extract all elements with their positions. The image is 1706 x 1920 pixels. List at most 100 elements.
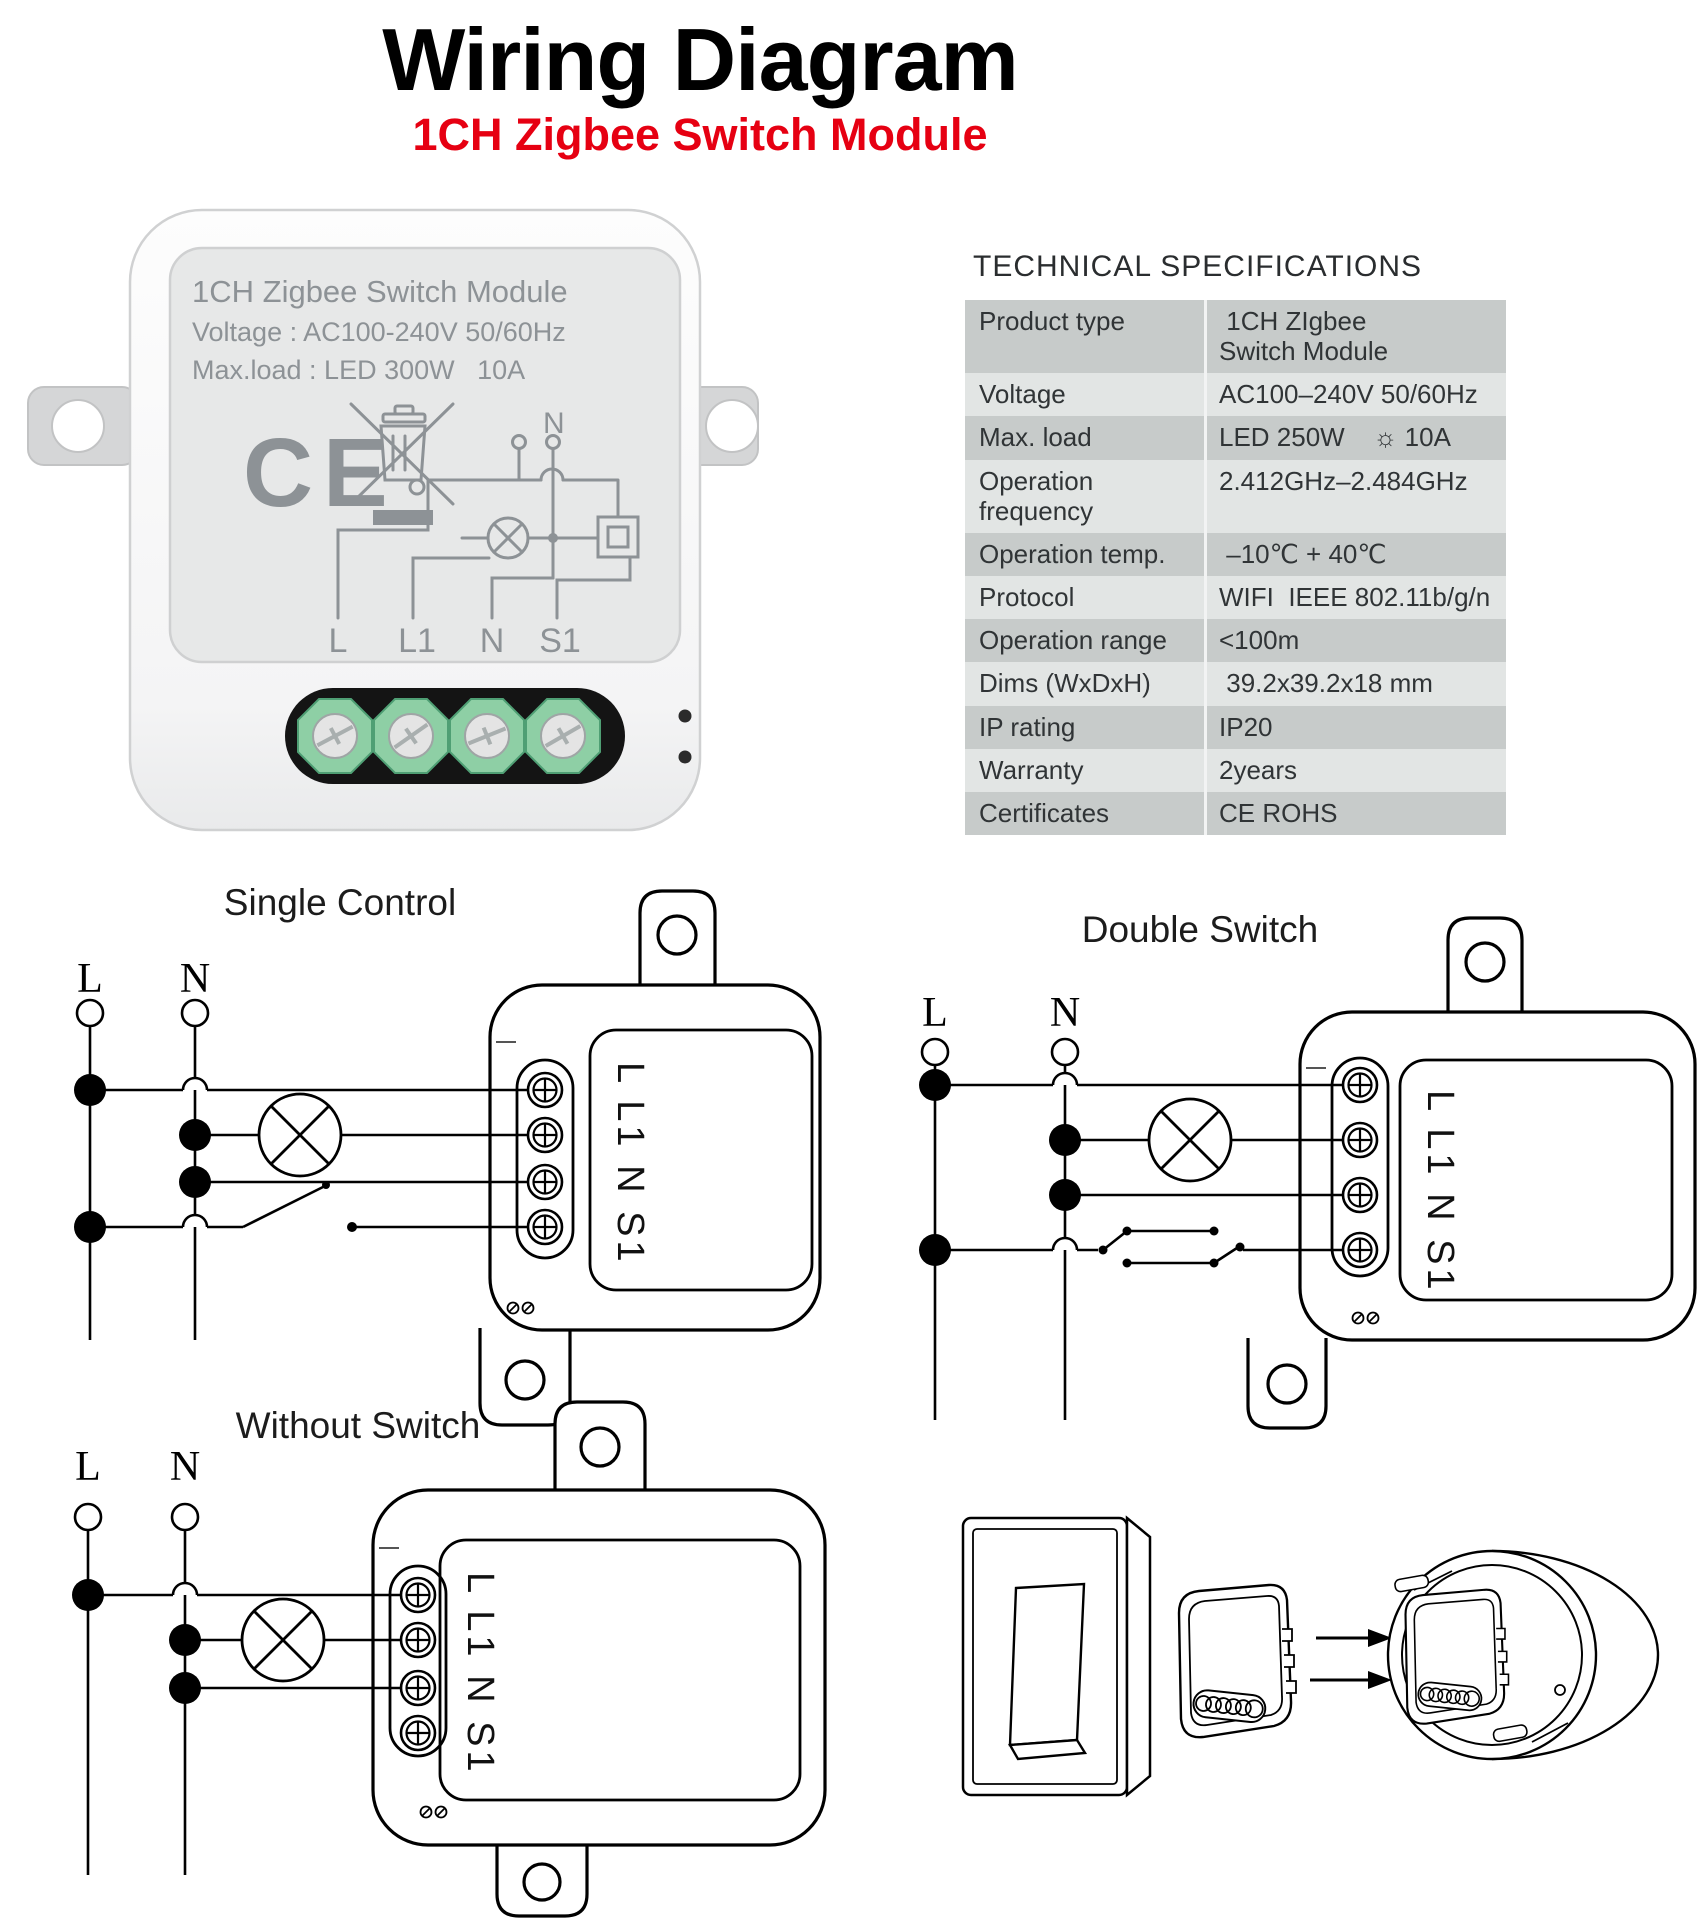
status-led-dot xyxy=(678,709,692,723)
spec-row: Dims (WxDxH) 39.2x39.2x18 mm xyxy=(965,662,1506,706)
module-terminal-labels: L L1 N S1 xyxy=(609,1062,651,1266)
terminal-screw-s1 xyxy=(526,1208,564,1246)
spec-row: Product type 1CH ZIgbee Switch Module xyxy=(965,300,1506,374)
supply-terminal xyxy=(73,1502,103,1532)
spec-value: WIFI IEEE 802.11b/g/n xyxy=(1204,576,1506,620)
lamp-icon xyxy=(240,1597,326,1683)
print-terminal-n: N xyxy=(480,622,505,660)
switch-lever xyxy=(242,1185,324,1229)
green-terminal xyxy=(297,698,373,774)
specs-table: Product type 1CH ZIgbee Switch Module Vo… xyxy=(965,300,1506,836)
lamp-icon xyxy=(257,1092,343,1178)
module-outline xyxy=(371,1488,827,1847)
page-subtitle: 1CH Zigbee Switch Module xyxy=(412,109,988,160)
junction-dot xyxy=(179,1166,211,1198)
spec-value: <100m xyxy=(1204,619,1506,663)
print-terminal-l: L xyxy=(329,622,348,660)
line-n-label: N xyxy=(170,1444,200,1490)
status-led-dot xyxy=(678,750,692,764)
spec-value: CE ROHS xyxy=(1204,791,1506,836)
rocker-toggle xyxy=(1008,1582,1086,1747)
supply-terminal xyxy=(75,998,105,1028)
tab-hole xyxy=(504,1359,546,1401)
spec-row: Operation temp. –10℃ + 40℃ xyxy=(965,532,1506,577)
print-n-label: N xyxy=(543,407,565,440)
tab-hole xyxy=(1266,1363,1308,1405)
terminal-capsule xyxy=(1330,1056,1390,1278)
spec-label: Operation temp. xyxy=(979,538,1166,569)
product-photo: 1CH Zigbee Switch Module Voltage : AC100… xyxy=(27,208,759,832)
module-outline xyxy=(488,983,822,1332)
terminal-block xyxy=(285,688,625,784)
junction-dot xyxy=(169,1672,201,1704)
tab-hole xyxy=(579,1426,621,1468)
spec-label: Warranty xyxy=(979,754,1084,785)
spec-value-with-sun-icon: LED 250W ☼ 10A xyxy=(1204,416,1506,460)
terminal-screw-l1 xyxy=(399,1621,437,1659)
ear-hole xyxy=(51,399,105,453)
terminal-capsule xyxy=(515,1058,575,1260)
line-l-label: L xyxy=(75,1444,101,1490)
terminal-capsule xyxy=(388,1564,448,1758)
spec-row: Operation range<100m xyxy=(965,619,1506,663)
line-n-label: N xyxy=(180,956,210,1002)
terminal-screw-s1 xyxy=(399,1714,437,1752)
terminal-screw-n xyxy=(526,1163,564,1201)
supply-terminal xyxy=(920,1037,950,1067)
spec-row: Max. load LED 250W ☼ 10A xyxy=(965,416,1506,460)
spec-label: Voltage xyxy=(979,379,1066,410)
spec-row: Voltage AC100–240V 50/60Hz xyxy=(965,373,1506,417)
spec-value: 2.412GHz–2.484GHz xyxy=(1204,459,1506,533)
junction-dot xyxy=(179,1119,211,1151)
junction-dot xyxy=(72,1579,104,1611)
without-switch-diagram: Without Switch L N L L1 N S1 xyxy=(72,1400,827,1918)
supply-terminal xyxy=(1050,1037,1080,1067)
spec-label: Max. load xyxy=(979,422,1092,453)
line-l-label: L xyxy=(77,956,103,1002)
module-inner-panel xyxy=(1398,1058,1674,1302)
module-inner-panel xyxy=(588,1028,814,1292)
print-lamp-icon xyxy=(486,516,530,560)
junction-dot xyxy=(1049,1179,1081,1211)
spec-value: AC100–240V 50/60Hz xyxy=(1204,373,1506,417)
junction-dot xyxy=(74,1211,106,1243)
arrow-right-icon xyxy=(1368,1629,1392,1647)
spec-label: Dims (WxDxH) xyxy=(979,668,1151,699)
double-switch-diagram: Double Switch L N L L1 N S1 xyxy=(919,909,1697,1430)
terminal-screw-l1 xyxy=(526,1116,564,1154)
diagram-title: Single Control xyxy=(224,882,456,923)
spec-label: Certificates xyxy=(979,797,1110,828)
junction-dot xyxy=(919,1234,951,1266)
tab-hole xyxy=(1464,941,1506,983)
spec-value: 1CH ZIgbee Switch Module xyxy=(1204,300,1506,374)
supply-terminal xyxy=(170,1502,200,1532)
tab-hole xyxy=(522,1862,562,1902)
label-maxload: Max.load : LED 300W 10A xyxy=(192,355,525,385)
switch-module-3d xyxy=(1177,1583,1298,1739)
spec-label: Protocol xyxy=(979,582,1075,613)
diagram-title: Without Switch xyxy=(236,1405,481,1446)
printed-wiring-diagram: N L L1 N S1 xyxy=(329,407,640,660)
lamp-icon xyxy=(1147,1097,1233,1183)
supply-terminal xyxy=(180,998,210,1028)
spec-value: IP20 xyxy=(1204,705,1506,749)
terminal-screw-l xyxy=(526,1071,564,1109)
two-way-switch xyxy=(1098,1226,1245,1268)
line-l-label: L xyxy=(922,990,948,1036)
weee-bin-icon xyxy=(349,402,455,525)
module-inner-panel xyxy=(438,1538,802,1802)
ear-hole xyxy=(705,399,759,453)
terminal-screw-l1 xyxy=(1341,1121,1379,1159)
print-terminal-l1: L1 xyxy=(398,622,436,660)
spec-value: –10℃ + 40℃ xyxy=(1204,532,1506,577)
terminal-screw-l xyxy=(399,1576,437,1614)
label-product-name: 1CH Zigbee Switch Module xyxy=(192,274,568,309)
page-header: Wiring Diagram 1CH Zigbee Switch Module xyxy=(0,16,1400,160)
insert-arrows xyxy=(1310,1629,1392,1689)
mounting-ear-left xyxy=(27,386,139,466)
line-n-label: N xyxy=(1050,990,1080,1036)
diagram-title: Double Switch xyxy=(1082,909,1319,950)
module-terminal-labels: L L1 N S1 xyxy=(459,1572,501,1776)
